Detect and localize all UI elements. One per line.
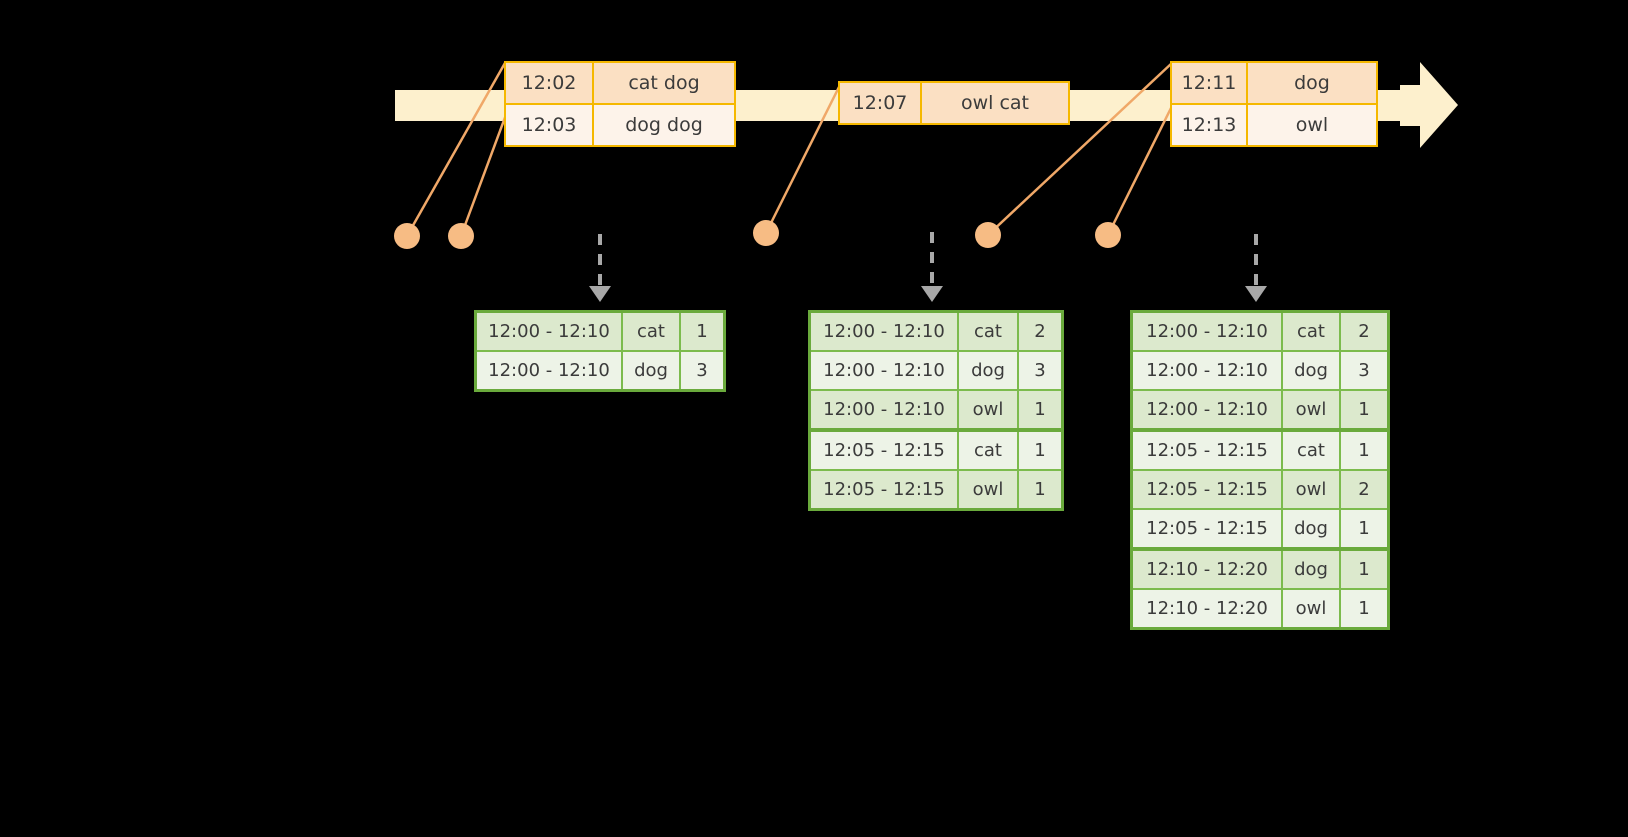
count-cell: 3 xyxy=(696,360,708,381)
count-cell: 1 xyxy=(1358,399,1370,420)
connector-12-02 xyxy=(405,62,507,237)
key-cell: dog xyxy=(1283,352,1341,389)
count-cell: 1 xyxy=(1034,399,1046,420)
count-cell: 1 xyxy=(1034,440,1046,461)
key-cell: dog xyxy=(1283,510,1341,547)
event-box-12-02-12-03[interactable]: 12:02 cat dog 12:03 dog dog xyxy=(504,61,736,147)
key-cell: cat xyxy=(1283,432,1341,469)
event-box-12-07[interactable]: 12:07 owl cat xyxy=(838,81,1070,125)
count-cell: 3 xyxy=(1358,360,1370,381)
event-row[interactable]: 12:07 owl cat xyxy=(840,83,1068,123)
key-cell: owl xyxy=(1283,391,1341,428)
event-words: dog dog xyxy=(625,114,703,136)
key-cell: cat xyxy=(959,313,1019,350)
key-cell: owl xyxy=(959,391,1019,428)
event-box-12-11-12-13[interactable]: 12:11 dog 12:13 owl xyxy=(1170,61,1378,147)
event-time: 12:03 xyxy=(506,105,594,145)
key-cell: cat xyxy=(623,313,681,350)
window-cell: 12:00 - 12:10 xyxy=(811,352,959,389)
event-dot-12-13[interactable] xyxy=(1095,222,1121,248)
event-words: cat dog xyxy=(628,72,700,94)
window-cell: 12:05 - 12:15 xyxy=(811,471,959,508)
key-cell: dog xyxy=(1283,551,1341,588)
event-dot-12-02[interactable] xyxy=(394,223,420,249)
count-cell: 2 xyxy=(1358,321,1370,342)
emit-arrow-1-head-icon xyxy=(589,286,611,302)
event-row[interactable]: 12:11 dog xyxy=(1172,63,1376,103)
window-cell: 12:05 - 12:15 xyxy=(1133,510,1283,547)
key-cell: cat xyxy=(1283,313,1341,350)
window-cell: 12:10 - 12:20 xyxy=(1133,551,1283,588)
event-words: owl xyxy=(1295,114,1329,136)
window-cell: 12:00 - 12:10 xyxy=(811,391,959,428)
event-row[interactable]: 12:03 dog dog xyxy=(506,103,734,145)
count-cell: 1 xyxy=(1358,518,1370,539)
timeline-arrow-head-icon xyxy=(1420,62,1458,148)
event-words: owl cat xyxy=(960,92,1030,114)
window-cell: 12:05 - 12:15 xyxy=(1133,432,1283,469)
event-time: 12:02 xyxy=(506,63,594,103)
event-time: 12:13 xyxy=(1172,105,1248,145)
key-cell: cat xyxy=(959,432,1019,469)
count-cell: 2 xyxy=(1358,479,1370,500)
connector-12-03 xyxy=(459,103,512,237)
emit-arrow-3-head-icon xyxy=(1245,286,1267,302)
emit-arrow-2-head-icon xyxy=(921,286,943,302)
event-row[interactable]: 12:13 owl xyxy=(1172,103,1376,145)
key-cell: owl xyxy=(1283,471,1341,508)
count-cell: 1 xyxy=(1358,559,1370,580)
connector-12-13 xyxy=(1106,101,1176,236)
key-cell: dog xyxy=(959,352,1019,389)
event-dot-12-11[interactable] xyxy=(975,222,1001,248)
count-cell: 1 xyxy=(1358,440,1370,461)
event-row[interactable]: 12:02 cat dog xyxy=(506,63,734,103)
count-cell: 3 xyxy=(1034,360,1046,381)
count-cell: 2 xyxy=(1034,321,1046,342)
window-cell: 12:05 - 12:15 xyxy=(811,432,959,469)
window-cell: 12:00 - 12:10 xyxy=(811,313,959,350)
event-words: dog xyxy=(1294,72,1330,94)
event-dot-12-03[interactable] xyxy=(448,223,474,249)
count-cell: 1 xyxy=(1034,479,1046,500)
count-cell: 1 xyxy=(1358,598,1370,619)
key-cell: dog xyxy=(623,352,681,389)
window-cell: 12:00 - 12:10 xyxy=(477,313,623,350)
window-cell: 12:10 - 12:20 xyxy=(1133,590,1283,627)
window-cell: 12:00 - 12:10 xyxy=(1133,352,1283,389)
event-dot-12-07[interactable] xyxy=(753,220,779,246)
key-cell: owl xyxy=(959,471,1019,508)
count-cell: 1 xyxy=(696,321,708,342)
window-cell: 12:00 - 12:10 xyxy=(1133,391,1283,428)
window-cell: 12:05 - 12:15 xyxy=(1133,471,1283,508)
event-time: 12:07 xyxy=(840,83,922,123)
window-cell: 12:00 - 12:10 xyxy=(1133,313,1283,350)
event-time: 12:11 xyxy=(1172,63,1248,103)
window-cell: 12:00 - 12:10 xyxy=(477,352,623,389)
key-cell: owl xyxy=(1283,590,1341,627)
